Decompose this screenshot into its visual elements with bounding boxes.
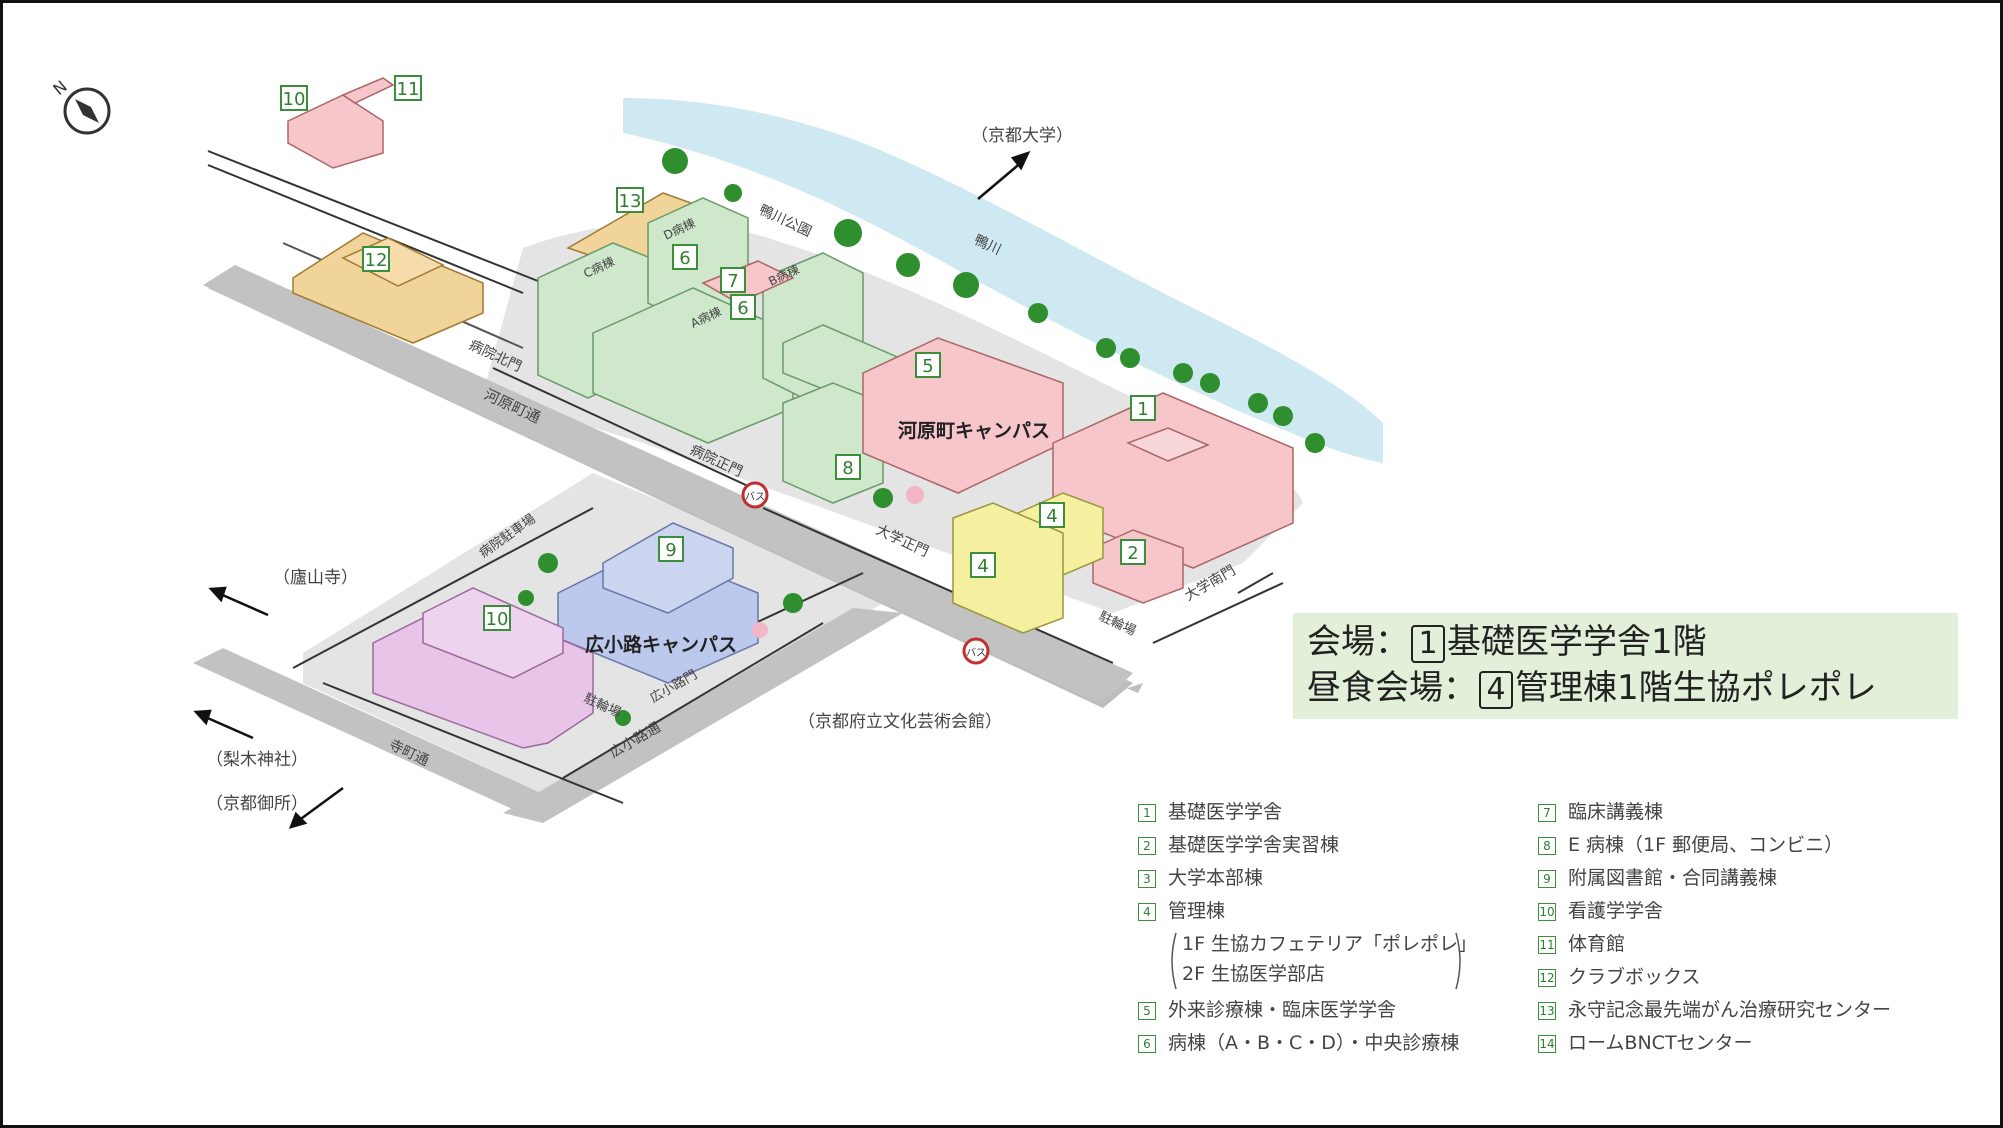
venue-number-box: 1 bbox=[1411, 624, 1445, 663]
svg-text:7: 7 bbox=[727, 271, 738, 292]
label-gosho: （京都御所） bbox=[206, 794, 308, 814]
building-11-gym bbox=[287, 77, 395, 169]
label-nashinoki: （梨木神社） bbox=[206, 750, 308, 770]
legend-sub-1f: 1F 生協カフェテリア「ポレポレ」 bbox=[1182, 933, 1478, 955]
bus-label-2: バス bbox=[966, 647, 986, 659]
svg-text:5: 5 bbox=[922, 356, 933, 377]
campus-map: N bbox=[49, 75, 1383, 829]
bldg-num-9: 9 bbox=[658, 536, 684, 562]
svg-text:6: 6 bbox=[737, 298, 748, 319]
label-rozanji: （廬山寺） bbox=[273, 567, 358, 588]
bldg-num-8: 8 bbox=[835, 454, 861, 480]
label-hirokoji-campus: 広小路キャンパス bbox=[585, 633, 737, 656]
bldg-num-6b: 6 bbox=[730, 294, 756, 320]
bldg-num-13: 12 bbox=[362, 246, 390, 272]
bldg-num-5: 5 bbox=[915, 352, 941, 378]
bldg-num-7: 7 bbox=[720, 267, 746, 293]
building-9-library bbox=[557, 522, 759, 684]
bldg-num-11: 10 bbox=[280, 85, 308, 111]
bus-stop-icon-2: バス bbox=[962, 637, 990, 665]
bus-stop-icon-1: バス bbox=[741, 481, 769, 509]
trees bbox=[518, 148, 1325, 726]
lunch-text: 管理棟1階生協ポレポレ bbox=[1515, 668, 1877, 708]
svg-text:4: 4 bbox=[977, 556, 988, 577]
building-10-nursing bbox=[372, 587, 594, 749]
cherry-trees bbox=[752, 486, 924, 638]
legend-sub-2f: 2F 生協医学部店 bbox=[1182, 963, 1326, 985]
svg-text:11: 11 bbox=[397, 79, 420, 100]
svg-text:4: 4 bbox=[1046, 506, 1057, 527]
lunch-number-box: 4 bbox=[1479, 670, 1513, 709]
svg-text:12: 12 bbox=[365, 250, 388, 271]
label-kamogawa-park: 鴨川公園 bbox=[756, 202, 814, 240]
bldg-num-3: 4 bbox=[1039, 502, 1065, 528]
venue-text: 基礎医学学舎1階 bbox=[1447, 622, 1707, 662]
building-1-basic-medicine bbox=[1052, 392, 1294, 569]
compass-letter: N bbox=[49, 77, 70, 99]
bldg-num-4: 4 bbox=[970, 552, 996, 578]
direction-arrows bbox=[193, 150, 1031, 829]
svg-text:1: 1 bbox=[1137, 399, 1148, 420]
building-4-admin bbox=[952, 502, 1064, 634]
label-kyoto-univ: （京都大学） bbox=[971, 126, 1073, 146]
svg-text:10: 10 bbox=[486, 609, 509, 630]
svg-text:8: 8 bbox=[842, 458, 853, 479]
svg-text:9: 9 bbox=[665, 540, 676, 561]
kamo-river bbox=[623, 98, 1383, 463]
bldg-num-1: 1 bbox=[1130, 395, 1156, 421]
label-bike-parking-1: 駐輪場 bbox=[1096, 608, 1138, 639]
bldg-num-10: 10 bbox=[483, 605, 511, 631]
svg-text:2: 2 bbox=[1127, 543, 1138, 564]
bus-label-1: バス bbox=[745, 491, 765, 503]
svg-text:6: 6 bbox=[679, 248, 690, 269]
hirokoji-road bbox=[193, 648, 563, 823]
compass-icon: N bbox=[49, 77, 111, 135]
venue-prefix: 会場： bbox=[1307, 622, 1409, 662]
label-bunka-kaikan: （京都府立文化芸術会館） bbox=[798, 712, 1002, 732]
svg-text:10: 10 bbox=[283, 89, 306, 110]
bldg-num-14: 13 bbox=[616, 187, 644, 213]
label-kawaramachi-campus: 河原町キャンパス bbox=[898, 420, 1050, 442]
bldg-num-6a: 6 bbox=[672, 244, 698, 270]
bldg-num-12: 11 bbox=[394, 75, 422, 101]
svg-text:13: 13 bbox=[619, 191, 642, 212]
building-2-practice bbox=[1092, 529, 1184, 604]
lunch-prefix: 昼食会場： bbox=[1307, 668, 1477, 708]
bldg-num-2: 2 bbox=[1120, 539, 1146, 565]
